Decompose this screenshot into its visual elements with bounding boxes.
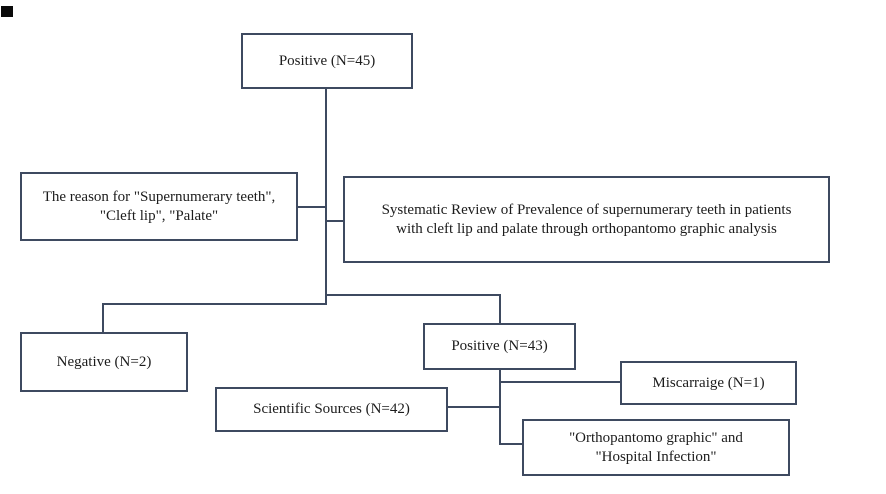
node-systematic-review: Systematic Review of Prevalence of super…	[343, 176, 830, 263]
node-label-line1: Systematic Review of Prevalence of super…	[381, 201, 792, 218]
node-label: Miscarraige (N=1)	[652, 374, 765, 391]
connector-reason-branch	[298, 206, 327, 208]
node-label: Negative (N=2)	[56, 353, 152, 370]
node-positive-45: Positive (N=45)	[241, 33, 413, 89]
node-label-line2: "Hospital Infection"	[595, 448, 717, 465]
node-label-line2: "Cleft lip", "Palate"	[99, 207, 219, 224]
connector-sub-vertical	[499, 370, 501, 445]
connector-right-branch	[325, 294, 501, 296]
connector-negative-drop	[102, 303, 104, 332]
connector-main-vertical	[325, 89, 327, 305]
node-positive-43: Positive (N=43)	[423, 323, 576, 370]
connector-left-branch	[102, 303, 327, 305]
connector-systematic-branch	[325, 220, 343, 222]
connector-miscarraige-branch	[501, 381, 620, 383]
node-label: Positive (N=43)	[451, 338, 548, 354]
node-reason: The reason for "Supernumerary teeth", "C…	[20, 172, 298, 241]
scan-artifact-mark	[1, 6, 13, 17]
node-label-line1: "Orthopantomo graphic" and	[569, 429, 743, 446]
node-negative-2: Negative (N=2)	[20, 332, 188, 392]
node-scientific-sources-42: Scientific Sources (N=42)	[215, 387, 448, 432]
node-label: Positive (N=45)	[278, 52, 376, 69]
connector-positive43-drop	[499, 294, 501, 323]
connector-orthopantomo-branch	[501, 443, 522, 445]
connector-sources-branch	[448, 406, 499, 408]
node-label: Scientific Sources (N=42)	[253, 401, 410, 417]
node-label-line2: with cleft lip and palate through orthop…	[396, 220, 777, 237]
node-orthopantomo-hospital: "Orthopantomo graphic" and "Hospital Inf…	[522, 419, 790, 476]
node-label-line1: The reason for "Supernumerary teeth",	[42, 188, 276, 205]
node-miscarraige-1: Miscarraige (N=1)	[620, 361, 797, 405]
